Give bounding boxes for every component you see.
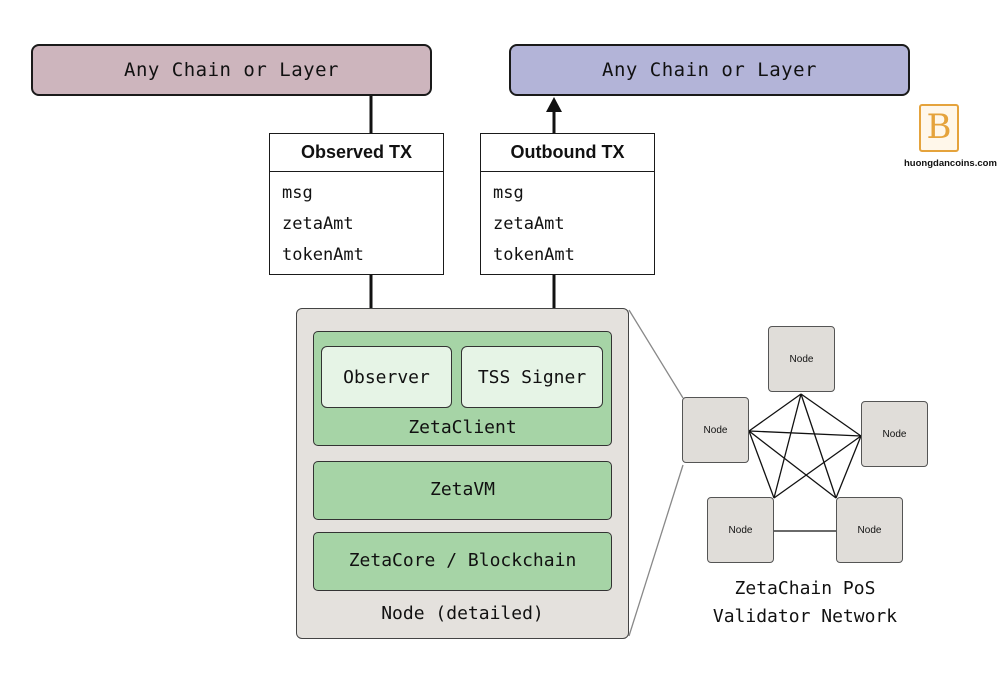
observer-box: Observer xyxy=(321,346,452,408)
logo-letter: B xyxy=(926,107,952,147)
network-node-label: Node xyxy=(703,424,728,436)
zetavm-label: ZetaVM xyxy=(429,479,496,500)
observed-tx-field-msg: msg xyxy=(282,183,313,203)
watermark-logo: B huongdancoins.com xyxy=(904,104,997,169)
destination-chain-label: Any Chain or Layer xyxy=(602,59,817,81)
observed-tx-field-tokenamt: tokenAmt xyxy=(282,245,364,265)
network-node-bottom-left: Node xyxy=(707,497,774,563)
network-title: ZetaChain PoS Validator Network xyxy=(680,575,930,631)
zoom-line-bottom xyxy=(628,464,684,637)
watermark-site: huongdancoins.com xyxy=(904,158,997,169)
source-chain-label: Any Chain or Layer xyxy=(124,59,339,81)
zetaclient-label: ZetaClient xyxy=(408,417,517,438)
outbound-tx-field-tokenamt: tokenAmt xyxy=(493,245,575,265)
network-mesh xyxy=(748,393,862,532)
node-detailed-label: Node (detailed) xyxy=(381,603,544,624)
outbound-tx-field-msg: msg xyxy=(493,183,524,203)
outbound-tx-box: Outbound TX msg zetaAmt tokenAmt xyxy=(480,133,655,275)
outbound-tx-field-zetaamt: zetaAmt xyxy=(493,214,565,234)
network-node-top: Node xyxy=(768,326,835,392)
book-logo-icon: B xyxy=(919,104,959,152)
network-node-label: Node xyxy=(728,524,753,536)
zetacore-box: ZetaCore / Blockchain xyxy=(313,532,612,591)
observer-label: Observer xyxy=(343,366,430,388)
destination-chain-box: Any Chain or Layer xyxy=(509,44,910,96)
network-node-label: Node xyxy=(789,353,814,365)
network-title-line1: ZetaChain PoS xyxy=(734,578,876,599)
observed-tx-title: Observed TX xyxy=(270,134,443,172)
tss-signer-label: TSS Signer xyxy=(477,366,587,388)
network-node-label: Node xyxy=(857,524,882,536)
tss-signer-box: TSS Signer xyxy=(461,346,603,408)
network-title-line2: Validator Network xyxy=(712,606,898,627)
source-chain-box: Any Chain or Layer xyxy=(31,44,432,96)
zoom-line-top xyxy=(628,309,684,399)
network-node-right: Node xyxy=(861,401,928,467)
network-node-bottom-right: Node xyxy=(836,497,903,563)
network-node-label: Node xyxy=(882,428,907,440)
zetavm-box: ZetaVM xyxy=(313,461,612,520)
observed-tx-box: Observed TX msg zetaAmt tokenAmt xyxy=(269,133,444,275)
outbound-tx-title: Outbound TX xyxy=(481,134,654,172)
destination-arrowhead xyxy=(546,97,562,112)
observed-tx-field-zetaamt: zetaAmt xyxy=(282,214,354,234)
network-node-left: Node xyxy=(682,397,749,463)
zetacore-label: ZetaCore / Blockchain xyxy=(348,550,577,571)
